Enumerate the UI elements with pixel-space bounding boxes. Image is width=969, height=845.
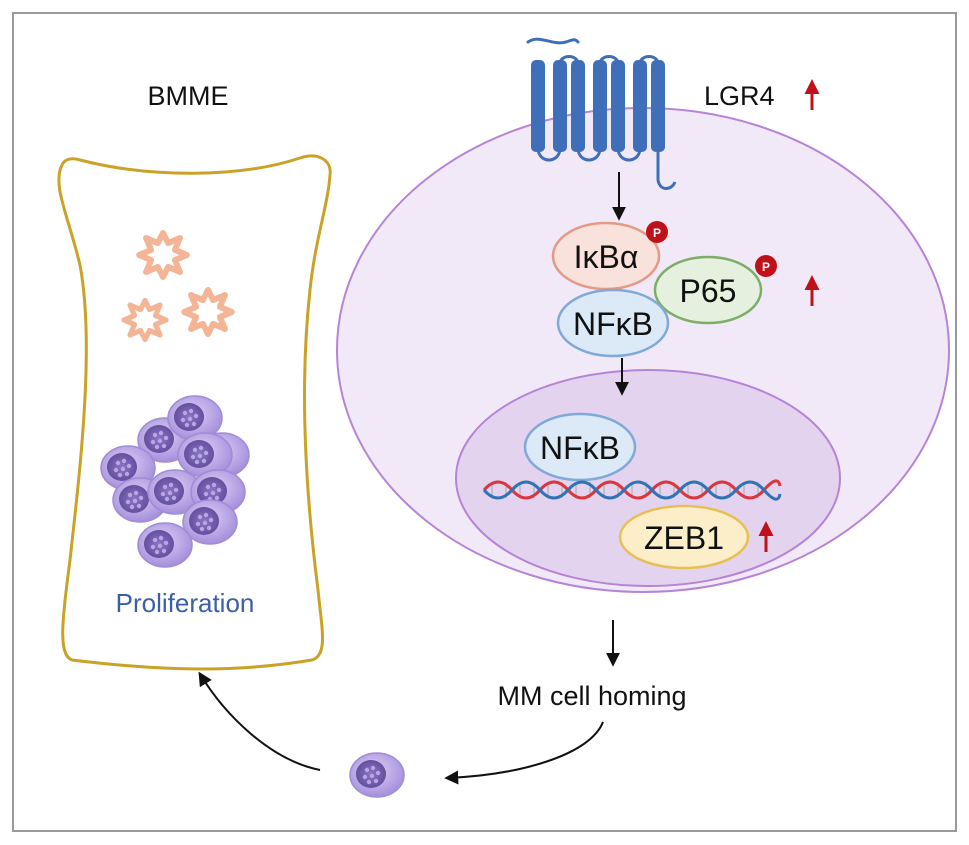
lgr4-label: LGR4	[704, 81, 775, 111]
phospho-label-p65: P	[762, 260, 770, 274]
phospho-badge-p65	[755, 255, 777, 277]
seven-transmembrane-receptor-icon	[526, 37, 677, 190]
nfkb-cytoplasm-node	[556, 288, 670, 358]
arrow-homing-to-cell	[444, 721, 604, 785]
mm-cell-icon	[137, 522, 193, 568]
p65-label: P65	[680, 273, 737, 309]
p65-node	[653, 255, 763, 325]
phospho-label-ikba: P	[653, 226, 661, 240]
ikba-label: IκBα	[574, 239, 639, 275]
nfkb-nucleus-label: NFκB	[540, 430, 620, 466]
homing-label: MM cell homing	[497, 681, 686, 711]
zeb1-label: ZEB1	[644, 520, 724, 556]
dna-helix-icon	[482, 479, 782, 501]
proliferation-label: Proliferation	[116, 588, 255, 618]
nfkb-nucleus-node	[523, 412, 637, 482]
circulating-mm-cell-icon	[349, 752, 405, 798]
bmme-label: BMME	[148, 81, 229, 111]
nfkb-cytoplasm-label: NFκB	[573, 306, 653, 342]
arrow-cell-to-bone-marrow	[198, 671, 321, 771]
zeb1-node	[618, 504, 750, 570]
phospho-badge-ikba	[646, 221, 668, 243]
